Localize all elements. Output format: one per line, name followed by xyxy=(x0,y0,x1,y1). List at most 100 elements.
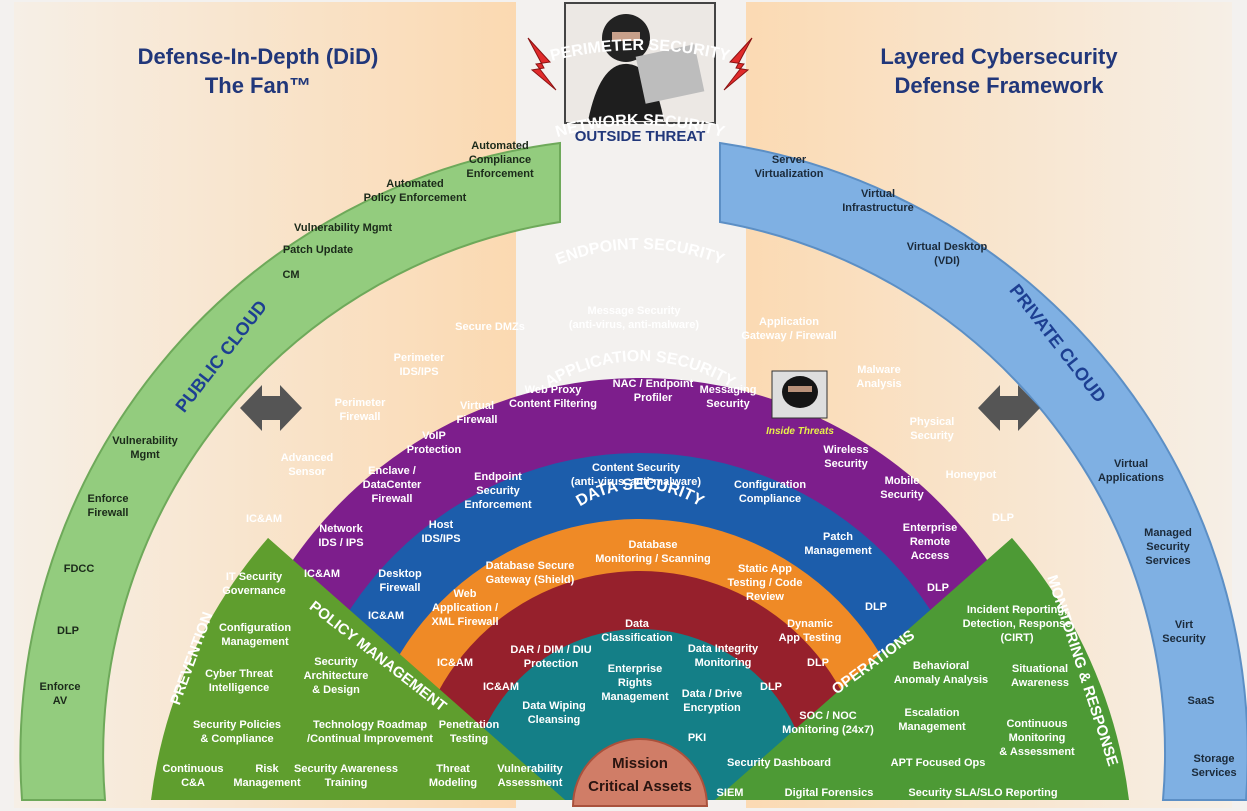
operations-item: Security SLA/SLO Reporting xyxy=(908,787,1057,799)
private-cloud-arc xyxy=(719,141,1247,801)
perimeter-item: Honeypot xyxy=(946,469,997,481)
private-cloud-item: Virtual Desktop(VDI) xyxy=(907,241,988,267)
title-right-line2: Defense Framework xyxy=(894,73,1104,98)
title-right-line1: Layered Cybersecurity xyxy=(880,44,1118,69)
inside-threat-label: Inside Threats xyxy=(766,426,834,437)
right-double-arrow-icon xyxy=(978,385,1040,431)
endpoint-item: IC&AM xyxy=(368,610,404,622)
public-cloud-arc xyxy=(19,141,561,801)
endpoint-title: ENDPOINT SECURITY xyxy=(553,236,726,269)
public-cloud-item: CM xyxy=(282,269,299,281)
title-left-line1: Defense-In-Depth (DiD) xyxy=(138,44,379,69)
public-cloud-item: Patch Update xyxy=(283,244,353,256)
mission-label-2: Critical Assets xyxy=(588,778,692,795)
operations-item: Incident Reporting,Detection, Response(C… xyxy=(963,604,1072,644)
data-sec-item: PKI xyxy=(688,732,706,744)
perimeter-item: Secure DMZs xyxy=(455,321,525,333)
application-item: DLP xyxy=(807,657,829,669)
endpoint-item: Content Security(anti-virus, anti-malwar… xyxy=(571,462,702,488)
data-ring xyxy=(469,629,811,800)
data-sec-item: IC&AM xyxy=(483,681,519,693)
mission-label-1: Mission xyxy=(612,755,668,772)
perimeter-item: DLP xyxy=(992,512,1014,524)
endpoint-item: DLP xyxy=(865,601,887,613)
perimeter-item: IC&AM xyxy=(246,513,282,525)
data-sec-item: DLP xyxy=(760,681,782,693)
public-cloud-item: Vulnerability Mgmt xyxy=(294,222,392,234)
outside-threat-label: OUTSIDE THREAT xyxy=(575,128,706,145)
policy-item: Technology Roadmap/Continual Improvement xyxy=(307,719,433,745)
left-double-arrow-icon xyxy=(240,385,302,431)
network-item: DLP xyxy=(927,582,949,594)
application-item: IC&AM xyxy=(437,657,473,669)
network-item: IC&AM xyxy=(304,568,340,580)
policy-item: Security Policies& Compliance xyxy=(193,719,281,745)
operations-item: SIEM xyxy=(717,787,744,799)
perimeter-item: Message Security(anti-virus, anti-malwar… xyxy=(569,305,700,331)
lightning-left-icon xyxy=(527,37,557,91)
operations-item: Digital Forensics xyxy=(785,787,874,799)
title-left-line2: The Fan™ xyxy=(205,73,311,98)
operations-item: Security Dashboard xyxy=(727,757,831,769)
